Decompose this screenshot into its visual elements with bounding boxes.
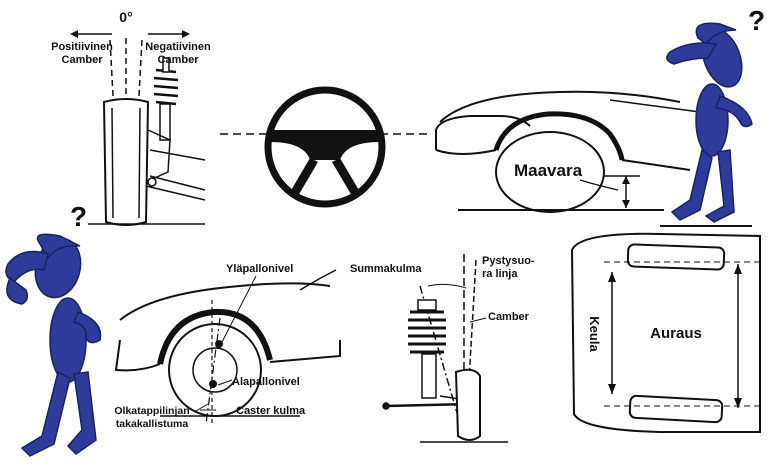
zero-degree-label: 0° [119,9,132,25]
ride-height-panel [435,90,701,213]
ride-height-label: Maavara [514,161,583,180]
camber-panel [70,30,206,226]
question-mark-icon: ? [748,5,765,36]
negative-camber-label-line2: Camber [158,54,200,66]
positive-camber-label-line2: Camber [62,54,104,66]
negative-camber-label-line1: Negatiivinen [145,41,211,53]
camber-label: Camber [488,311,530,323]
kingpin-inclination-label-line2: takakallistuma [116,418,189,430]
lower-ball-joint-label: Alapallonivel [232,376,300,388]
kingpin-inclination-label-line1: Olkatappilinjan [114,405,189,417]
steering-wheel-icon [220,86,430,208]
positive-camber-label-line1: Positiivinen [51,41,113,53]
vertical-line-label-line2: ra linja [482,268,518,280]
upper-ball-joint-label: Yläpallonivel [226,263,293,275]
caster-angle-label: Caster kulma [236,405,306,417]
toe-label: Auraus [650,325,702,342]
toe-panel [570,232,761,433]
front-label: Keula [587,316,602,352]
caster-panel [114,269,341,425]
included-angle-label: Summakulma [350,263,422,275]
strut-spring [153,68,179,106]
tire [102,98,150,226]
vertical-line-label-line1: Pystysuo- [482,255,535,267]
question-mark-icon: ? [70,201,87,232]
included-angle-panel [382,254,508,443]
thinking-figure-right [666,22,753,223]
thinking-figure-left [5,233,102,457]
